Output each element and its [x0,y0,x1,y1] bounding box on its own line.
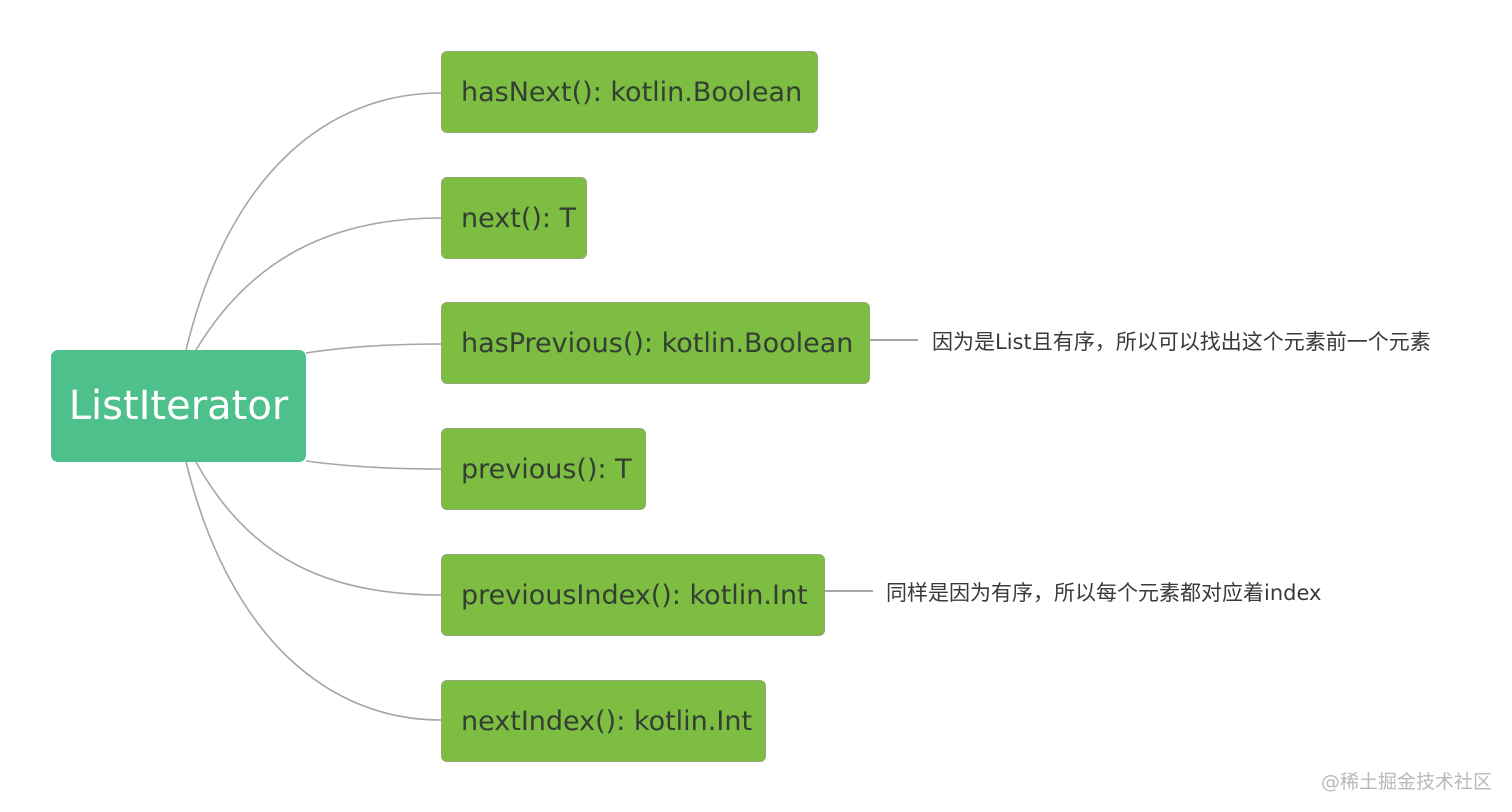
connector-next [195,217,442,351]
connector-hasprevious [305,343,442,354]
connector-nextindex [185,461,442,721]
branch-node-hasnext[interactable]: hasNext(): kotlin.Boolean [441,51,818,133]
branch-node-previous[interactable]: previous(): T [441,428,646,510]
connector-previousindex [195,461,442,596]
watermark: @稀土掘金技术社区 [1320,771,1492,793]
branch-node-hasprevious[interactable]: hasPrevious(): kotlin.Boolean [441,302,870,384]
note-previousindex[interactable]: 同样是因为有序，所以每个元素都对应着index [886,581,1322,605]
connector-previous [305,460,442,470]
branch-node-previousindex[interactable]: previousIndex(): kotlin.Int [441,554,825,636]
connector-hasnext [185,92,442,351]
branch-node-next[interactable]: next(): T [441,177,587,259]
branch-node-nextindex[interactable]: nextIndex(): kotlin.Int [441,680,766,762]
root-node[interactable]: ListIterator [51,350,306,462]
note-hasprevious[interactable]: 因为是List且有序，所以可以找出这个元素前一个元素 [932,330,1431,354]
